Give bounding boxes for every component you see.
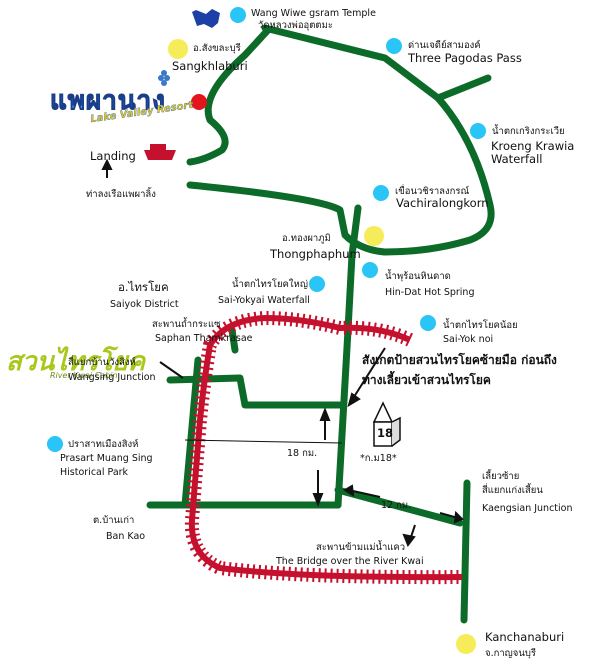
temple-icon [192,9,220,28]
road-saphan-branch [228,326,239,354]
dot-saiyokyai [309,276,325,292]
label-wangsing-th: สี่แยกบ้านวังสิงห์ [68,357,136,368]
arrow-north [319,407,331,421]
arrow-west [343,484,355,497]
label-saiyokyai-th: น้ำตกไทรโยคใหญ่ [232,279,308,290]
arrow-landing [101,158,113,170]
label-saiyok-district-th: อ.ไทรโยค [118,280,169,294]
label-vachiralongkorn-en: Vachiralongkorn [396,196,489,210]
label-saphan-th: สะพานถ้ำกระแซ [152,319,221,330]
label-km-marker: *ก.ม18* [360,453,397,464]
road-main-north [186,24,495,256]
label-sangkhla-en: Sangkhlaburi [172,59,248,73]
label-landing-en: Landing [90,149,136,163]
flower-icon [158,70,170,86]
arrow-sw [402,533,416,548]
label-km-marker-num: 18 [377,426,394,440]
road-sangkhla-loop [186,26,272,166]
label-kroeng-en1: Kroeng Krawia [491,139,575,153]
label-muangsing-th: ปราสาทเมืองสิงห์ [68,439,139,450]
cabin-logo: สวนไทรโยค [6,347,146,377]
label-kroeng-en2: Waterfall [491,152,543,166]
dot-three-pagodas [386,38,402,54]
resort-logo: แพผานาง [50,86,166,117]
label-kaengsian-en: Kaengsian Junction [482,503,573,514]
dot-hindat [362,262,378,278]
label-hindat-en: Hin-Dat Hot Spring [385,287,475,298]
km-marker-icon [372,401,401,447]
label-km18: 18 กม. [287,448,318,459]
label-bridge-th: สะพานข้ามแม่น้ำแคว [316,542,406,553]
dot-vachiralongkorn [373,185,389,201]
label-muangsing-en1: Prasart Muang Sing [60,453,153,464]
road-three-pagodas [434,74,492,102]
dot-resort [191,94,207,110]
road-to-kaengsian [334,486,464,527]
label-muangsing-en2: Historical Park [60,467,129,478]
label-vachiralongkorn-th: เขื่อนวชิราลงกรณ์ [395,186,470,197]
label-saiyoknoi-en: Sai-Yok noi [443,334,494,345]
arrow-south [312,493,324,507]
label-thongphaphum-th: อ.ทองผาภูมิ [282,233,331,244]
label-hindat-th: น้ำพุร้อนหินดาด [385,271,451,282]
label-landing-th: ท่าลงเรือแพผาลิ้ง [86,189,156,200]
label-kanchanaburi-th: จ.กาญจนบุรี [485,648,536,659]
label-wangsing-en: Wangsing Junction [68,372,156,383]
label-wang-wiwe-en: Wang Wiwe gsram Temple [251,8,376,19]
railway-ties [184,310,463,585]
dot-wang-wiwe [230,7,246,23]
label-saphan-en: Saphan Thamkrasae [155,333,253,344]
dot-kroeng [470,123,486,139]
label-thongphaphum-en: Thongphaphum [270,247,361,261]
label-three-pagodas-th: ด่านเจดีย์สามองค์ [408,40,481,51]
arrow-note [347,392,361,408]
label-kaengsian-th2: สี่แยกแก่งเสี้ยน [482,485,543,496]
dot-sangkhla [168,39,188,59]
label-bankao-th: ต.บ้านเก่า [93,515,135,526]
label-kaengsian-th1: เลี้ยวซ้าย [482,471,520,482]
dot-muangsing [47,436,63,452]
label-sangkhla-th: อ.สังขละบุรี [193,43,241,54]
dot-saiyoknoi [420,315,436,331]
label-kanchanaburi-en: Kanchanaburi [485,630,565,644]
label-saiyoknoi-th: น้ำตกไทรโยคน้อย [443,320,518,331]
label-three-pagodas-en: Three Pagodas Pass [408,51,522,65]
label-saiyok-district-en: Saiyok District [110,299,179,310]
label-bridge-en: The Bridge over the River Kwai [276,556,424,567]
label-km12: 12 กม. [381,500,412,511]
label-kroeng-th: น้ำตกเกริงกระเวีย [492,126,565,137]
cabin-logo-sub: River Kwai Cabin [50,371,118,380]
distance-line [184,439,343,444]
label-saiyokyai-en: Sai-Yokyai Waterfall [218,295,310,306]
road-west-vertical [181,356,202,509]
label-note-line1: สังเกตป้ายสวนไทรโยคซ้ายมือ ก่อนถึง [362,353,557,367]
arrow-east [453,510,464,524]
dot-kanchanaburi [456,634,476,654]
label-note-line2: ทางเลี้ยวเข้าสวนไทรโยค [362,373,491,387]
boat-icon [144,144,176,160]
label-wang-wiwe-th: วัดหลวงพ่ออุตตมะ [258,20,333,31]
dot-thongphaphum [364,226,384,246]
label-bankao-en: Ban Kao [106,531,146,542]
road-kaengsian [460,479,471,624]
